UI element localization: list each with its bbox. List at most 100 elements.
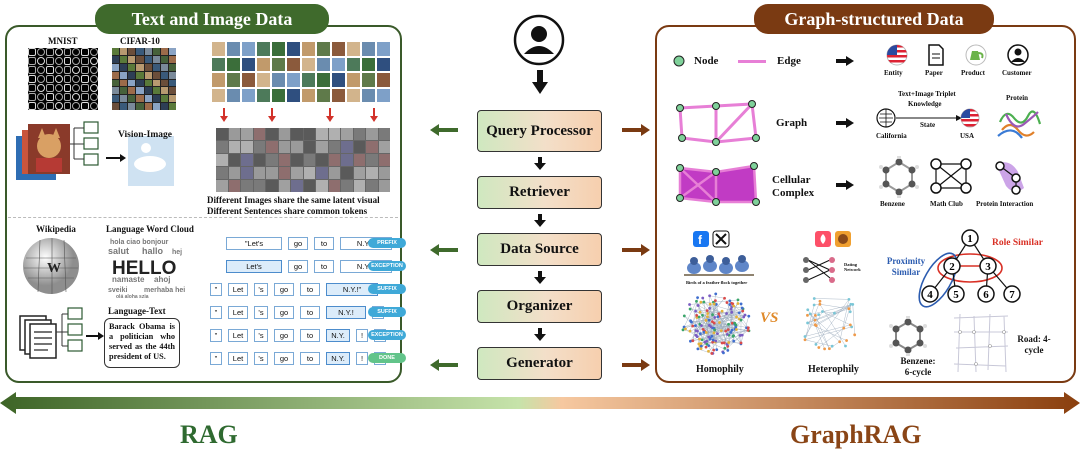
- token-cell: Let: [228, 283, 248, 296]
- svg-text:ahoj: ahoj: [154, 275, 170, 284]
- token-cell: N.Y.!": [326, 283, 378, 296]
- wikipedia-globe-icon: W: [23, 238, 79, 294]
- graph-node-label: 7: [1009, 289, 1015, 301]
- token-cell: "Let's: [226, 237, 282, 250]
- rag-arrow-query: [430, 124, 458, 136]
- graph-node: [943, 257, 961, 275]
- token-cell: 's: [254, 329, 268, 342]
- svg-text:hola ciao bonjour: hola ciao bonjour: [110, 239, 169, 246]
- state-label: State: [920, 121, 936, 129]
- knowledge-label: Knowledge: [908, 100, 942, 108]
- california-label: California: [876, 132, 907, 140]
- role-similar-label: Role Similar: [992, 238, 1043, 248]
- graph-node: [1003, 285, 1021, 303]
- protein-label: Protein: [1006, 94, 1029, 102]
- user-avatar-icon: [513, 14, 565, 66]
- token-cell: Let: [228, 306, 248, 319]
- token-cell: N.Y.: [326, 329, 350, 342]
- svg-text:sveiki: sveiki: [108, 287, 128, 294]
- graphrag-label: GraphRAG: [790, 420, 922, 449]
- token-cell: Let's: [226, 260, 282, 273]
- token-cell: ": [210, 329, 222, 342]
- versus-label: VS: [760, 310, 779, 326]
- documents-icon: [19, 307, 104, 359]
- graphrag-arrow-source: [622, 244, 650, 256]
- graph-node-label: 6: [983, 289, 989, 301]
- homophily-label: Homophily: [696, 364, 744, 375]
- node-legend-label: Node: [694, 55, 719, 67]
- social-media-icons: f: [693, 230, 730, 248]
- graph-arrow: [836, 118, 854, 128]
- svg-text:W: W: [47, 261, 61, 276]
- protein-interaction-label: Protein Interaction: [976, 200, 1034, 208]
- token-cell: 's: [254, 352, 268, 365]
- cellular-complex-label: Cellular Complex: [772, 174, 815, 199]
- product-label: Product: [961, 69, 985, 77]
- cellular-complex-diagram: [676, 162, 760, 206]
- homophily-network-image: [681, 292, 751, 355]
- graph-node: [977, 285, 995, 303]
- token-step-tag: PREFIX: [368, 238, 406, 248]
- svg-text:hej: hej: [172, 249, 182, 256]
- graph-example-diagram: [676, 100, 760, 146]
- latent-image-grid: [212, 42, 390, 102]
- generator-stage: Generator: [477, 347, 602, 380]
- usa-label: USA: [960, 132, 975, 140]
- token-cell: 's: [254, 306, 268, 319]
- dating-network-diagram: [803, 257, 835, 283]
- pipeline-arrow-3: [534, 271, 546, 284]
- rag-arrow-generator: [430, 359, 458, 371]
- retriever-stage: Retriever: [477, 176, 602, 209]
- graph-node-label: 2: [949, 261, 955, 273]
- query-processor-stage: Query Processor: [477, 110, 602, 152]
- user-down-arrow-head: [532, 82, 548, 94]
- dating-app-icons: [815, 231, 851, 247]
- legend-arrow: [836, 56, 854, 66]
- language-text-label: Language-Text: [108, 306, 166, 316]
- token-step-tag: SUFFIX: [368, 284, 406, 294]
- graph-node: [947, 285, 965, 303]
- mnist-label: MNIST: [48, 36, 78, 46]
- token-cell: go: [288, 260, 308, 273]
- benzene-cycle-image: [889, 316, 927, 356]
- token-cell: go: [274, 306, 294, 319]
- token-cell: 's: [254, 283, 268, 296]
- protein-interaction-graph: [995, 161, 1024, 195]
- word-cloud-hello: HELLO: [112, 258, 176, 279]
- pipeline-arrow-4: [534, 328, 546, 341]
- token-cell: N.Y.!: [326, 306, 366, 319]
- math-club-label: Math Club: [930, 200, 963, 208]
- heterophily-label: Heterophily: [808, 364, 859, 375]
- graph-node-label: 5: [953, 289, 959, 301]
- token-cell: Let: [228, 329, 248, 342]
- graph-node: [961, 229, 979, 247]
- svg-text:f: f: [698, 233, 703, 247]
- rag-arrow-source: [430, 244, 458, 256]
- triplet-title: Text+Image Triplet: [898, 90, 956, 98]
- edge-legend-label: Edge: [777, 55, 801, 67]
- graph-node-label: 3: [985, 261, 991, 273]
- token-cell: !: [356, 329, 368, 342]
- token-cell: ": [210, 306, 222, 319]
- token-cell: to: [300, 329, 320, 342]
- mnist-digits-image: [28, 48, 98, 110]
- svg-text:salut: salut: [108, 246, 129, 256]
- latent-red-arrows: [220, 108, 378, 122]
- us-flag-icon: [886, 44, 908, 66]
- token-cell: go: [274, 329, 294, 342]
- token-cell: !: [356, 352, 368, 365]
- pipeline-arrow-1: [534, 157, 546, 170]
- graph-data-title: Graph-structured Data: [754, 4, 994, 34]
- vision-image-label: Vision-Image: [118, 130, 173, 140]
- vision-image-graphic: [16, 121, 174, 186]
- graph-node: [979, 257, 997, 275]
- edge-legend-icon: [738, 60, 766, 63]
- product-icon: [965, 44, 987, 66]
- latent-caption-1: Different Images share the same latent v…: [207, 195, 380, 205]
- customer-label: Customer: [1002, 69, 1032, 77]
- token-step-tag: EXCEPTION: [368, 330, 406, 340]
- cellular-arrow: [836, 180, 854, 190]
- benzene-label: Benzene: [880, 200, 905, 208]
- token-cell: N.Y.: [326, 352, 350, 365]
